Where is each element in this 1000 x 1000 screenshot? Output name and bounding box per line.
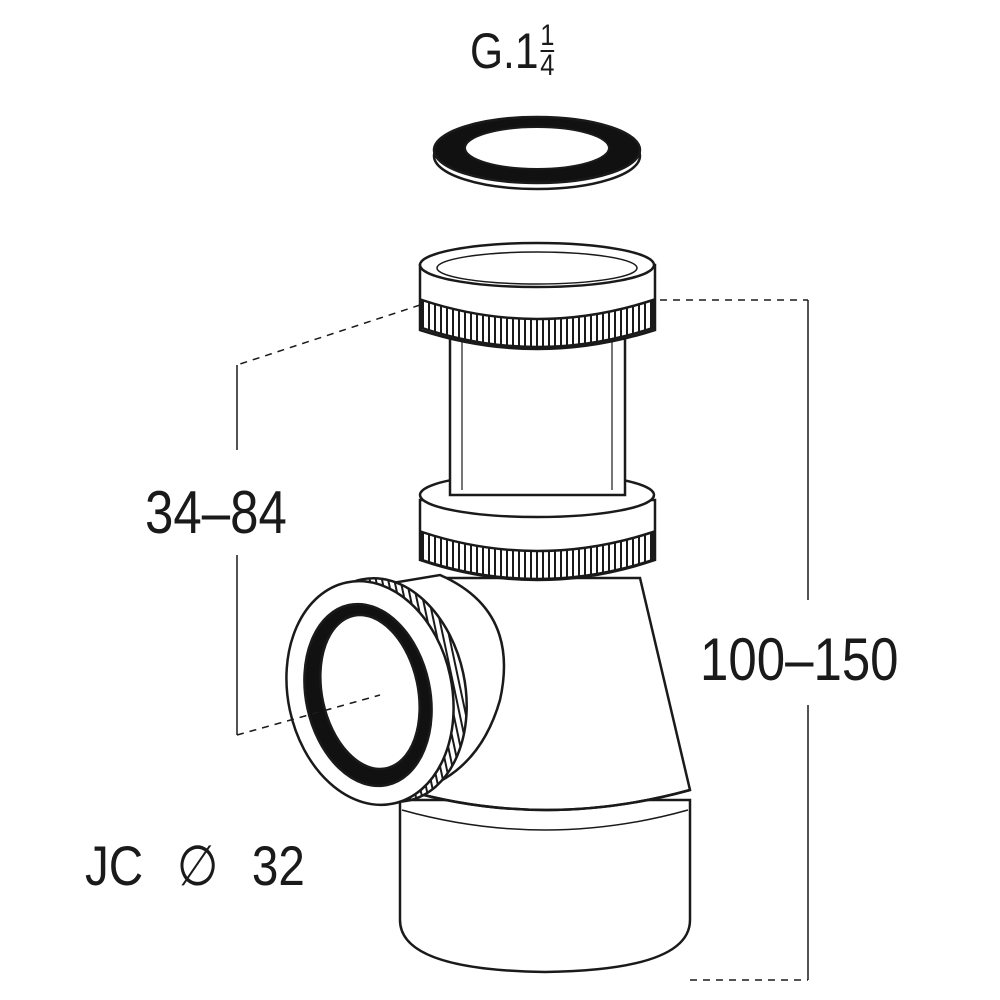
thread-prefix: G.1	[470, 23, 539, 79]
outlet-prefix: JC	[85, 834, 144, 897]
upper-nut	[418, 241, 657, 351]
side-outlet	[285, 573, 506, 807]
fraction-numerator: 1	[540, 19, 555, 52]
adjust-height-label: 34–84	[145, 479, 287, 546]
outlet-size: 32	[251, 834, 305, 897]
extension-tube	[448, 333, 627, 497]
diameter-icon: ∅	[176, 834, 219, 897]
dimension-lines	[236, 299, 809, 981]
outlet-size-label: JC ∅ 32	[85, 833, 305, 899]
fraction-denominator: 4	[540, 49, 555, 82]
washer	[432, 115, 642, 191]
total-height-label: 100–150	[700, 626, 899, 693]
